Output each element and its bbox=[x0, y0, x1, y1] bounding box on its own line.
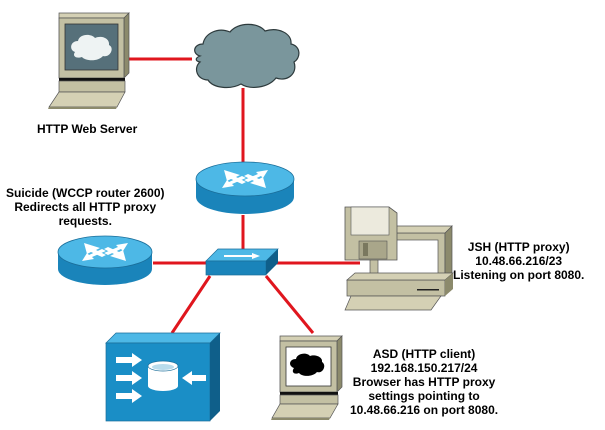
label-line: settings pointing to bbox=[368, 389, 480, 403]
router-icon[interactable] bbox=[57, 235, 153, 285]
label-line: ASD (HTTP client) bbox=[372, 347, 476, 361]
label-line: 192.168.150.217/24 bbox=[370, 361, 478, 375]
label-line: HTTP Web Server bbox=[37, 122, 138, 136]
label-line: Suicide (WCCP router 2600) bbox=[6, 186, 165, 200]
wccp-router-label: Suicide (WCCP router 2600) Redirects all… bbox=[6, 186, 164, 228]
label-line: Listening on port 8080. bbox=[453, 268, 585, 282]
workstation-icon[interactable] bbox=[271, 335, 343, 420]
label-line: Redirects all HTTP proxy bbox=[14, 200, 157, 214]
label-line: Browser has HTTP proxy bbox=[352, 375, 496, 389]
label-line: 10.48.66.216/23 bbox=[475, 254, 563, 268]
label-line: requests. bbox=[58, 214, 112, 228]
switch-icon[interactable] bbox=[205, 248, 279, 276]
router-icon[interactable] bbox=[195, 161, 295, 214]
label-line: 10.48.66.216 on port 8080. bbox=[350, 403, 499, 417]
client-label: ASD (HTTP client) 192.168.150.217/24 Bro… bbox=[350, 347, 498, 417]
web-server-label: HTTP Web Server bbox=[37, 122, 137, 136]
label-line: JSH (HTTP proxy) bbox=[467, 240, 570, 254]
file-server-pc-icon[interactable] bbox=[344, 206, 454, 311]
cloud-icon bbox=[194, 23, 300, 89]
workstation-icon[interactable] bbox=[48, 12, 130, 109]
link-switch-client bbox=[264, 275, 315, 334]
link-switch-cache-engine bbox=[170, 275, 212, 334]
proxy-label: JSH (HTTP proxy) 10.48.66.216/23 Listeni… bbox=[453, 240, 584, 282]
content-engine-icon[interactable] bbox=[105, 332, 221, 422]
